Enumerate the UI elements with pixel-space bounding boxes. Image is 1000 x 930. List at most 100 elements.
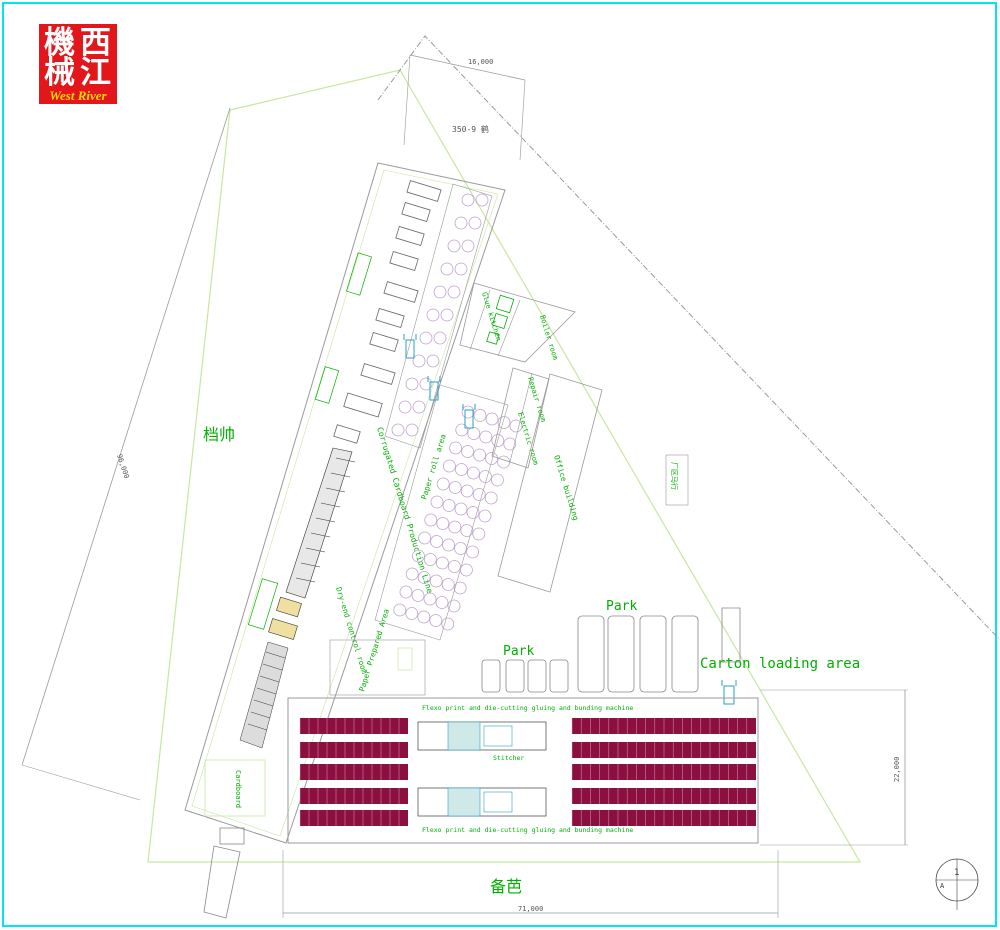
logo-char-bottom-right: 江 xyxy=(80,55,111,91)
paper-roll xyxy=(478,509,492,523)
flexo-machine-bottom xyxy=(417,787,547,817)
north-arrow-letter: A xyxy=(940,882,945,890)
paper-roll xyxy=(442,538,456,552)
paper-roll xyxy=(473,409,487,422)
paper-roll xyxy=(435,596,449,609)
logo-char-top-right: 西 xyxy=(80,25,111,61)
paper-roll xyxy=(429,574,443,588)
paper-roll xyxy=(466,466,480,480)
paper-roll xyxy=(429,614,443,627)
paper-roll xyxy=(454,216,468,230)
paper-roll xyxy=(454,502,468,516)
entrance-truck-icon xyxy=(203,827,245,919)
paper-roll xyxy=(412,354,426,368)
car-icon xyxy=(607,615,635,693)
paper-roll xyxy=(497,455,511,469)
right-dimension: 22,000 xyxy=(760,689,908,846)
park-label-lower: Park xyxy=(503,644,534,659)
car-icon xyxy=(639,615,667,693)
paper-roll xyxy=(417,571,431,584)
paper-roll xyxy=(405,607,419,620)
paper-roll xyxy=(447,285,461,299)
parked-cars-large xyxy=(577,615,699,693)
car-icon xyxy=(505,659,525,693)
paper-roll xyxy=(423,592,437,606)
paper-roll xyxy=(441,617,455,631)
logo-brand-text: West River xyxy=(49,88,107,103)
paper-roll xyxy=(475,193,489,207)
paper-roll xyxy=(449,441,463,455)
park-label-upper: Park xyxy=(606,599,637,614)
area-label-left: 档帅 xyxy=(203,425,235,444)
paper-roll xyxy=(460,524,474,537)
paper-roll xyxy=(405,377,419,391)
forklift-icons xyxy=(403,334,737,705)
paper-roll xyxy=(478,470,492,483)
paper-roll xyxy=(411,549,425,563)
north-arrow-number: 1 xyxy=(954,868,959,878)
paper-roll xyxy=(435,556,449,570)
paper-roll xyxy=(448,481,462,494)
parked-cars-small xyxy=(481,659,569,693)
paper-roll xyxy=(405,567,419,581)
paper-roll xyxy=(442,499,456,512)
paper-roll xyxy=(460,484,474,498)
paper-roll xyxy=(441,578,455,591)
paper-roll xyxy=(485,452,499,465)
logo-char-bottom-left: 械 xyxy=(44,55,75,91)
site-boundary xyxy=(147,69,862,863)
top-dimension: 16,000 350-9 鹤 xyxy=(403,54,526,161)
paper-roll xyxy=(430,535,444,548)
loading-truck-icon xyxy=(721,607,741,663)
carton-loading-label: Carton loading area xyxy=(700,656,860,672)
paper-roll-area xyxy=(384,183,493,449)
paper-roll xyxy=(393,603,407,617)
dim-left-length: 96,000 xyxy=(115,453,130,480)
roll-circles-upper xyxy=(391,193,489,437)
left-dimension: 96,000 xyxy=(21,107,231,801)
paper-roll xyxy=(430,495,444,509)
paper-roll xyxy=(461,239,475,253)
flexo-bottom-label: Flexo print and die-cutting gluing and b… xyxy=(422,826,633,834)
paper-roll xyxy=(436,477,450,491)
paper-roll xyxy=(419,331,433,345)
area-label-bottom: 备芭 xyxy=(490,877,522,896)
paper-roll xyxy=(440,308,454,322)
paper-roll xyxy=(461,445,475,458)
paper-roll xyxy=(391,423,405,437)
gate-lodge xyxy=(397,647,413,671)
paper-roll xyxy=(426,354,440,368)
logo-char-top-left: 機 xyxy=(44,25,75,61)
paper-roll xyxy=(491,434,505,447)
storage-racks-right xyxy=(571,718,756,826)
dim-top-width: 16,000 xyxy=(468,58,493,66)
production-line-label: Corrugated Cardboard Production Line xyxy=(375,426,434,595)
paper-roll xyxy=(468,216,482,230)
paper-roll xyxy=(454,463,468,476)
gate-area xyxy=(329,639,426,696)
paper-roll xyxy=(479,430,493,444)
dim-bottom-width: 71,000 xyxy=(518,905,543,913)
glue-kitchen-block xyxy=(459,282,576,363)
paper-roll xyxy=(454,542,468,555)
office-building-label: Office building xyxy=(552,454,580,521)
paper-roll xyxy=(417,610,431,624)
paper-roll xyxy=(433,331,447,345)
car-icon xyxy=(481,659,501,693)
paper-roll xyxy=(461,405,475,419)
production-building xyxy=(184,162,506,844)
property-line xyxy=(377,35,1000,641)
paper-roll xyxy=(484,491,498,505)
paper-roll xyxy=(447,599,461,613)
double-facer xyxy=(285,447,356,599)
north-arrow: 1 A xyxy=(935,858,979,910)
flexo-machine-top xyxy=(417,721,547,751)
cut-off-unit xyxy=(268,596,302,640)
paper-roll xyxy=(433,285,447,299)
paper-roll xyxy=(453,581,467,595)
paper-roll xyxy=(455,423,469,437)
conveyor xyxy=(239,641,289,749)
paper-roll xyxy=(440,262,454,276)
paper-roll xyxy=(424,513,438,527)
